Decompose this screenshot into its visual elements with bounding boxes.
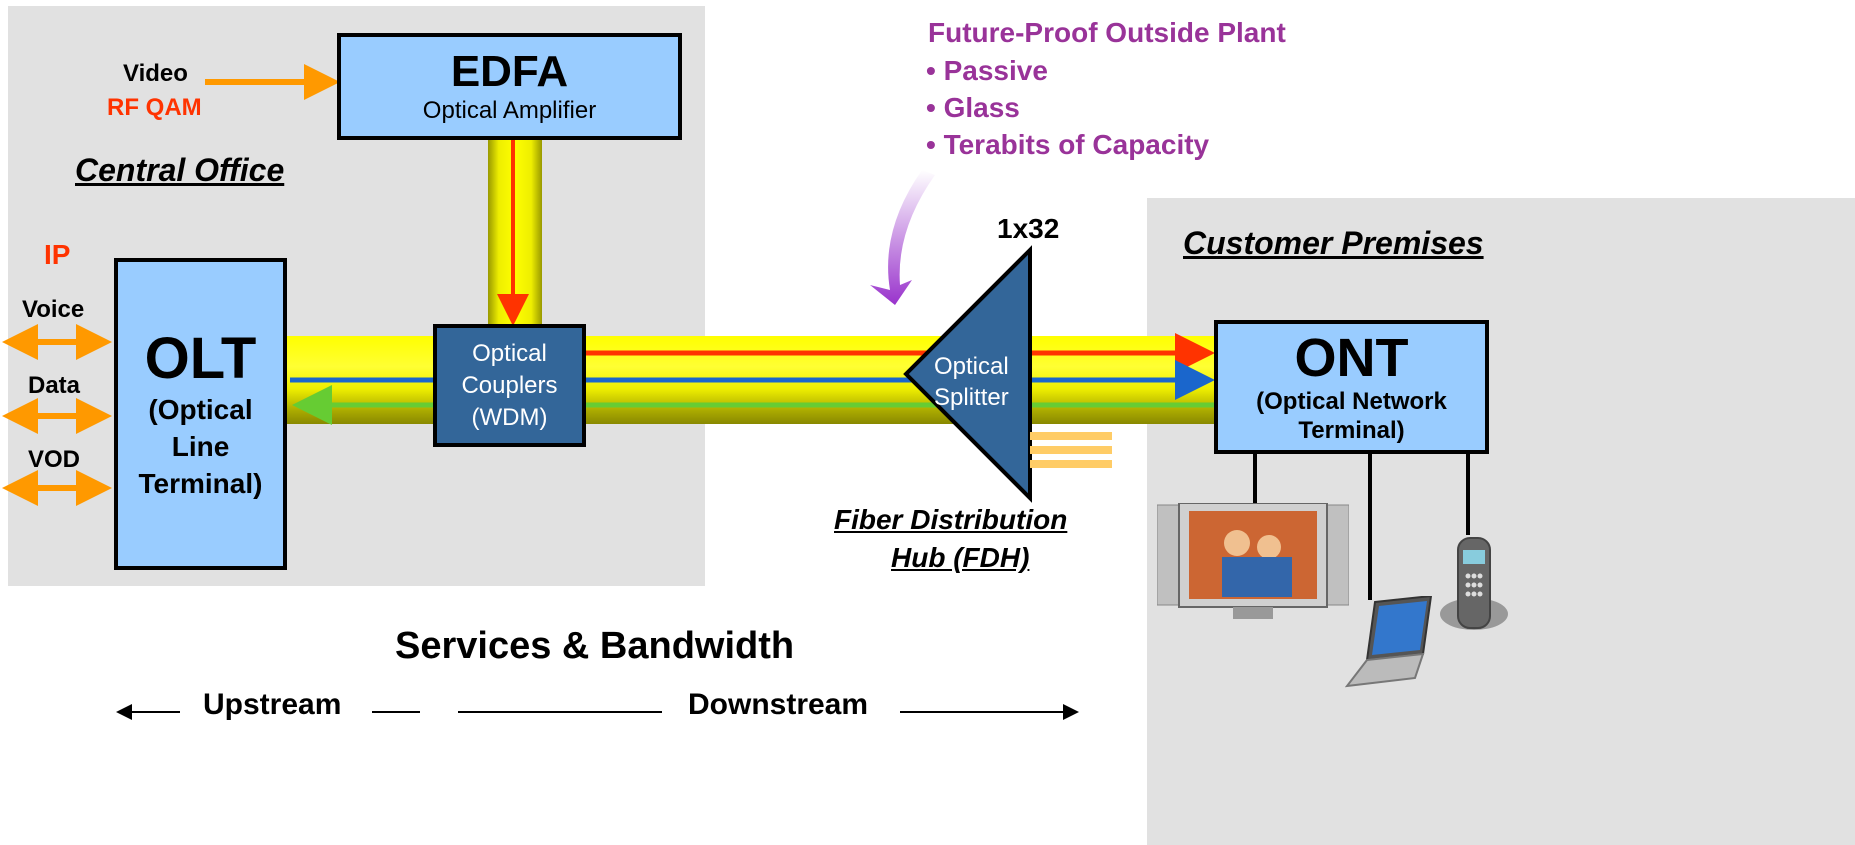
ont-line2: Terminal) — [1298, 417, 1405, 444]
optical-couplers-box: Optical Couplers (WDM) — [433, 324, 586, 447]
olt-box: OLT (Optical Line Terminal) — [114, 258, 287, 570]
ont-line1: (Optical Network — [1256, 388, 1447, 415]
outside-plant-item: • Passive — [926, 55, 1048, 86]
couplers-line3: (WDM) — [471, 403, 548, 431]
phone-image — [1440, 537, 1508, 630]
vod-label: VOD — [28, 446, 81, 473]
customer-premises-label: Customer Premises — [1183, 225, 1484, 261]
purple-curved-arrow — [870, 170, 935, 305]
ont-title: ONT — [1294, 328, 1409, 388]
edfa-title: EDFA — [450, 46, 569, 96]
olt-line1: (Optical — [148, 393, 253, 425]
ont-box: ONT (Optical Network Terminal) — [1214, 320, 1489, 454]
splitter-triangle — [903, 245, 1032, 503]
olt-line2: Line — [171, 430, 230, 462]
outside-plant-item: • Terabits of Capacity — [926, 129, 1210, 160]
rf-qam-label: RF QAM — [107, 94, 202, 121]
fdh-label-line1: Fiber Distribution — [834, 504, 1068, 535]
tv-image — [1157, 503, 1349, 619]
data-label: Data — [28, 372, 81, 399]
edfa-box: EDFA Optical Amplifier — [337, 33, 682, 140]
splitter-output-fiber — [1030, 446, 1112, 454]
couplers-line2: Couplers — [461, 371, 558, 399]
downstream-label: Downstream — [688, 688, 869, 721]
voice-label: Voice — [22, 296, 85, 323]
outside-plant-title: Future-Proof Outside Plant — [928, 17, 1286, 48]
couplers-line1: Optical — [472, 339, 547, 367]
splitter-output-fiber — [1030, 460, 1112, 468]
splitter-label-line2: Splitter — [934, 384, 1009, 411]
upstream-label: Upstream — [203, 688, 342, 721]
laptop-image — [1345, 596, 1433, 688]
video-label: Video — [123, 60, 188, 87]
splitter-label-line1: Optical — [934, 353, 1009, 380]
edfa-subtitle: Optical Amplifier — [422, 96, 597, 124]
fdh-label-line2: Hub (FDH) — [891, 542, 1030, 573]
splitter-ratio: 1x32 — [997, 213, 1060, 244]
ip-label: IP — [44, 239, 71, 270]
outside-plant-item: • Glass — [926, 92, 1020, 123]
olt-title: OLT — [144, 325, 257, 391]
splitter-output-fiber — [1030, 432, 1112, 440]
olt-line3: Terminal) — [138, 467, 263, 499]
services-title: Services & Bandwidth — [395, 625, 795, 667]
central-office-label: Central Office — [75, 152, 285, 188]
